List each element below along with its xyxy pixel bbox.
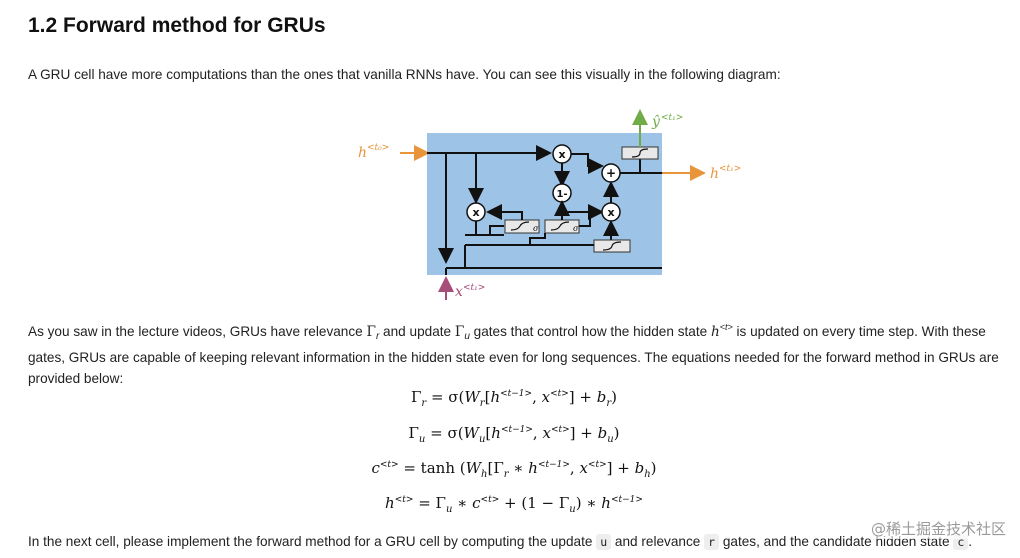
h-in-label: h <box>358 145 367 161</box>
svg-text:1-: 1- <box>556 189 567 200</box>
intro-paragraph: A GRU cell have more computations than t… <box>28 67 781 82</box>
watermark: @稀土掘金技术社区 <box>870 518 1006 539</box>
code-r: r <box>704 534 720 550</box>
section-heading: 1.2 Forward method for GRUs <box>28 14 326 37</box>
svg-text:+: + <box>606 166 616 180</box>
equation-hidden-state: h<t> = Γu ∗ c<t> + (1 − Γu) ∗ h<t−1> <box>385 494 643 515</box>
equation-relevance-gate: Γr = σ(Wr[h<t−1>, x<t>] + br) <box>410 388 618 409</box>
svg-text:x: x <box>558 148 565 161</box>
code-u: u <box>596 534 612 550</box>
instruction-paragraph: In the next cell, please implement the f… <box>28 534 973 550</box>
equation-update-gate: Γu = σ(Wu[h<t−1>, x<t>] + bu) <box>408 424 620 445</box>
h-out-label: h <box>710 166 719 182</box>
svg-text:x: x <box>472 206 479 219</box>
y-out-sup: <t₁> <box>661 113 683 123</box>
svg-text:σ: σ <box>573 224 579 233</box>
h-in-sup: <t₀> <box>367 143 389 153</box>
y-out-label: ŷ <box>651 113 661 130</box>
x-in-label: x <box>455 284 463 300</box>
gates-paragraph: As you saw in the lecture videos, GRUs h… <box>28 322 999 386</box>
h-out-sup: <t₁> <box>719 164 741 174</box>
equation-candidate-state: c<t> = tanh (Wh[Γr ∗ h<t−1>, x<t>] + bh) <box>371 459 657 480</box>
x-in-sup: <t₁> <box>463 283 485 293</box>
gru-cell-diagram: h <t₀> x + h <t₁> ŷ <t₁> 1- x <box>358 109 741 300</box>
svg-text:σ: σ <box>533 224 539 233</box>
svg-text:x: x <box>607 206 614 219</box>
